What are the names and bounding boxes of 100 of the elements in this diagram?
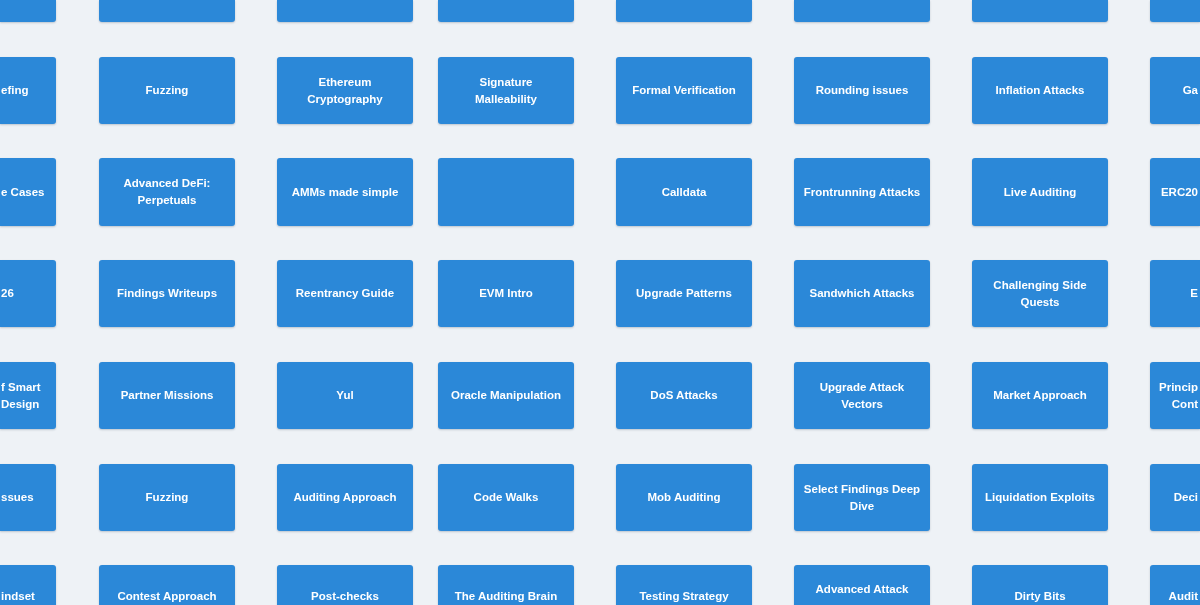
topic-label: Dirty Bits [1014, 589, 1066, 604]
topic-card [972, 57, 1108, 124]
topic-card [0, 57, 56, 124]
topic-card [972, 0, 1108, 22]
topic-card [794, 57, 930, 124]
topic-label: Upgrade Attack Vectors [818, 379, 906, 412]
topic-label: Advanced DeFi: Perpetuals [122, 176, 212, 208]
topic-label: Findings Writeups [116, 286, 218, 301]
topic-label: indset [1, 589, 35, 604]
topic-label: Ethereum Cryptography [306, 74, 384, 107]
topic-label: ssues [1, 490, 34, 505]
topic-card [0, 158, 56, 226]
topic-label: 26 [1, 286, 14, 301]
topic-card [99, 464, 235, 531]
topic-card [972, 158, 1108, 226]
topic-card [972, 565, 1108, 605]
topic-card [794, 260, 930, 327]
topic-card [438, 0, 574, 22]
topic-card [1150, 158, 1200, 226]
topic-card [277, 362, 413, 429]
topic-label: Deci [1173, 490, 1198, 505]
topic-label: Sandwhich Attacks [809, 286, 915, 301]
topic-card [99, 362, 235, 429]
topic-label: Yul [336, 388, 354, 403]
topic-label: Code Walks [473, 490, 539, 505]
topic-label: Market Approach [993, 388, 1087, 403]
topic-card [1150, 362, 1200, 429]
topic-label: Mob Auditing [647, 490, 721, 505]
topic-label: Contest Approach [117, 589, 217, 604]
topic-card [99, 0, 235, 22]
topic-card [972, 464, 1108, 531]
topic-card [616, 57, 752, 124]
topic-label: Fuzzing [145, 490, 189, 505]
topic-label: The Auditing Brain [454, 589, 558, 604]
topic-card [616, 565, 752, 605]
topic-label: Calldata [661, 184, 707, 200]
topic-label: Challenging Side Quests [992, 277, 1088, 310]
topic-label: Formal Verification [632, 83, 736, 98]
topic-card [0, 0, 56, 22]
topic-card [616, 464, 752, 531]
topic-card [0, 565, 56, 605]
topic-card [1150, 565, 1200, 605]
topic-label: Ga [1182, 83, 1198, 98]
topic-card [99, 565, 235, 605]
topic-label: E [1190, 286, 1198, 301]
topic-card [438, 158, 574, 226]
topic-card [438, 565, 574, 605]
topic-label: Frontrunning Attacks [803, 184, 921, 200]
topic-card [277, 158, 413, 226]
topic-card [438, 260, 574, 327]
topic-card [1150, 260, 1200, 327]
topic-label: EVM Intro [479, 286, 533, 301]
topic-card [438, 57, 574, 124]
topic-card [616, 260, 752, 327]
topic-card [0, 362, 56, 429]
topic-card [99, 260, 235, 327]
topic-label: efing [1, 83, 29, 98]
topic-card [1150, 57, 1200, 124]
topic-label: Live Auditing [1003, 184, 1077, 200]
topic-card [277, 57, 413, 124]
topic-card [277, 565, 413, 605]
topic-card [277, 260, 413, 327]
topic-card [0, 464, 56, 531]
topic-label: e Cases [1, 184, 45, 200]
topic-label: f Smart Design [1, 379, 42, 412]
topic-label: Testing Strategy [639, 589, 729, 604]
topic-label: Auditing Approach [293, 490, 397, 505]
topic-card [99, 158, 235, 226]
topic-label: Princip Cont [1158, 379, 1198, 412]
topic-card [616, 362, 752, 429]
topic-card [794, 158, 930, 226]
topic-card [277, 0, 413, 22]
topic-card [1150, 464, 1200, 531]
topic-label: Select Findings Deep Dive [802, 481, 922, 514]
topic-label: Liquidation Exploits [985, 490, 1095, 505]
topic-card [438, 464, 574, 531]
topic-label: Rounding issues [815, 83, 909, 98]
topic-card [438, 362, 574, 429]
topic-card [794, 0, 930, 22]
topic-label: Advanced Attack [815, 582, 909, 597]
topic-card [0, 260, 56, 327]
topic-label: Audit [1168, 589, 1198, 604]
topic-label: AMMs made simple [291, 184, 399, 200]
topic-card [99, 57, 235, 124]
topic-card [794, 362, 930, 429]
topic-card [1150, 0, 1200, 22]
topic-label: Oracle Manipulation [451, 388, 561, 403]
topic-label: Inflation Attacks [995, 83, 1085, 98]
topic-card [972, 362, 1108, 429]
topic-label: Upgrade Patterns [636, 286, 732, 301]
topic-label: Fuzzing [145, 83, 189, 98]
topic-label: ERC20 [1160, 184, 1198, 200]
topic-card [277, 464, 413, 531]
topic-card [794, 464, 930, 531]
topic-label: Post-checks [311, 589, 379, 604]
topic-label: Signature Malleability [474, 74, 538, 107]
topic-label: Reentrancy Guide [295, 286, 395, 301]
topic-label: DoS Attacks [650, 388, 718, 403]
topic-card [616, 158, 752, 226]
topic-label: Partner Missions [120, 388, 214, 403]
